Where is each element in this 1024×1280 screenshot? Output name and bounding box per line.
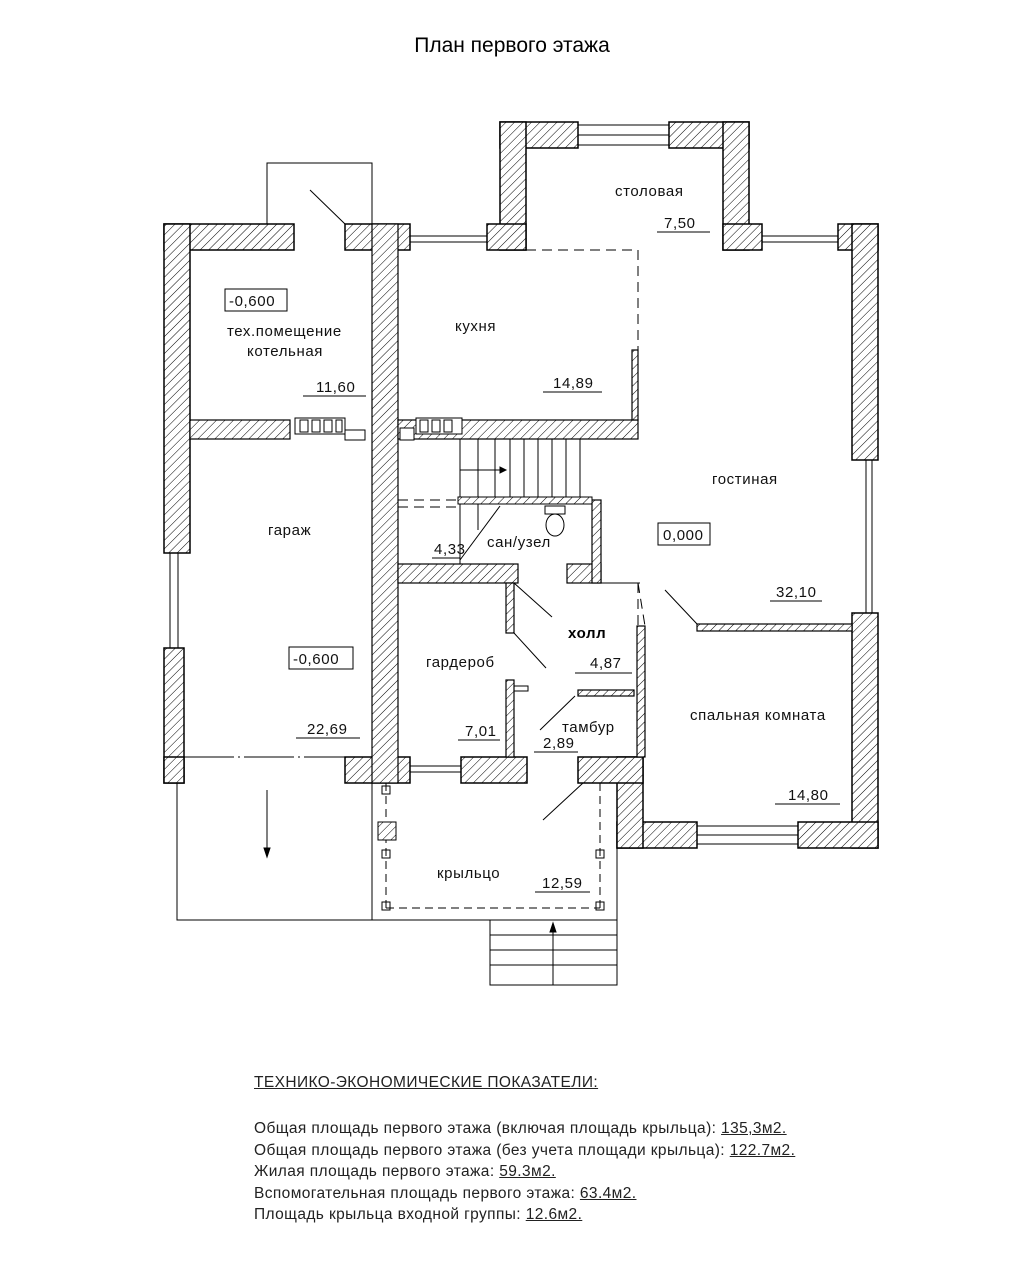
room-name-kitchen: кухня [455, 318, 496, 335]
level-garage: -0,600 [293, 651, 339, 668]
room-name-bedroom: спальная комната [690, 707, 826, 724]
room-area-bedroom: 14,80 [788, 787, 829, 804]
outline-lines [176, 162, 373, 921]
indicator-row: Вспомогательная площадь первого этажа: 6… [254, 1183, 974, 1205]
indicator-label: Жилая площадь первого этажа: [254, 1163, 500, 1180]
staircase [457, 439, 593, 564]
indicator-label: Общая площадь первого этажа (без учета п… [254, 1141, 730, 1159]
indicator-row: Общая площадь первого этажа (включая пло… [254, 1118, 974, 1140]
room-area-wardrobe: 7,01 [465, 723, 497, 740]
room-area-garage: 22,69 [307, 721, 348, 738]
room-name-wardrobe: гардероб [426, 654, 495, 671]
room-name-hall: холл [568, 625, 606, 642]
room-name-dining: столовая [615, 183, 684, 200]
indicator-value: 59.3м2. [499, 1163, 556, 1180]
level-tech: -0,600 [229, 293, 275, 310]
room-area-kitchen: 14,89 [553, 375, 594, 392]
windows [169, 124, 873, 845]
room-name-porch: крыльцо [437, 865, 500, 882]
room-name-bathroom: сан/узел [487, 534, 551, 551]
plan-title: План первого этажа [414, 34, 610, 57]
indicators-heading: ТЕХНИКО-ЭКОНОМИЧЕСКИЕ ПОКАЗАТЕЛИ: [254, 1074, 599, 1091]
indicator-row: Общая площадь первого этажа (без учета п… [254, 1140, 974, 1162]
area-underlines [296, 231, 840, 893]
fixtures [294, 417, 566, 537]
exterior-walls [163, 121, 879, 849]
room-name-vestibule: тамбур [562, 719, 615, 736]
porch [371, 783, 618, 986]
room-name-tech-line2: котельная [247, 343, 323, 360]
room-area-tech: 11,60 [316, 379, 355, 396]
room-area-living: 32,10 [776, 584, 817, 601]
level-living: 0,000 [663, 527, 704, 544]
room-area-porch: 12,59 [542, 875, 583, 892]
room-area-vestibule: 2,89 [543, 735, 575, 752]
indicator-value: 135,3м2. [721, 1120, 787, 1137]
indicator-value: 122.7м2. [729, 1141, 796, 1159]
door-swings [513, 582, 698, 821]
room-name-living: гостиная [712, 471, 778, 488]
room-name-garage: гараж [268, 522, 311, 539]
indicator-row: Площадь крыльца входной группы: 12.6м2. [254, 1204, 974, 1226]
room-name-tech-line1: тех.помещение [227, 323, 342, 340]
indicator-row: Жилая площадь первого этажа: 59.3м2. [254, 1161, 974, 1183]
room-area-dining: 7,50 [664, 215, 696, 232]
indicator-value: 12.6м2. [525, 1206, 583, 1223]
room-area-hall: 4,87 [590, 655, 622, 672]
indicator-label: Вспомогательная площадь первого этажа: [254, 1184, 580, 1202]
technical-indicators: ТЕХНИКО-ЭКОНОМИЧЕСКИЕ ПОКАЗАТЕЛИ: Общая … [254, 1074, 974, 1226]
room-area-bathroom: 4,33 [434, 541, 466, 558]
indicator-label: Общая площадь первого этажа (включая пло… [254, 1120, 722, 1137]
level-boxes [224, 288, 711, 670]
indicator-label: Площадь крыльца входной группы: [254, 1206, 526, 1223]
indicator-value: 63.4м2. [579, 1184, 637, 1202]
